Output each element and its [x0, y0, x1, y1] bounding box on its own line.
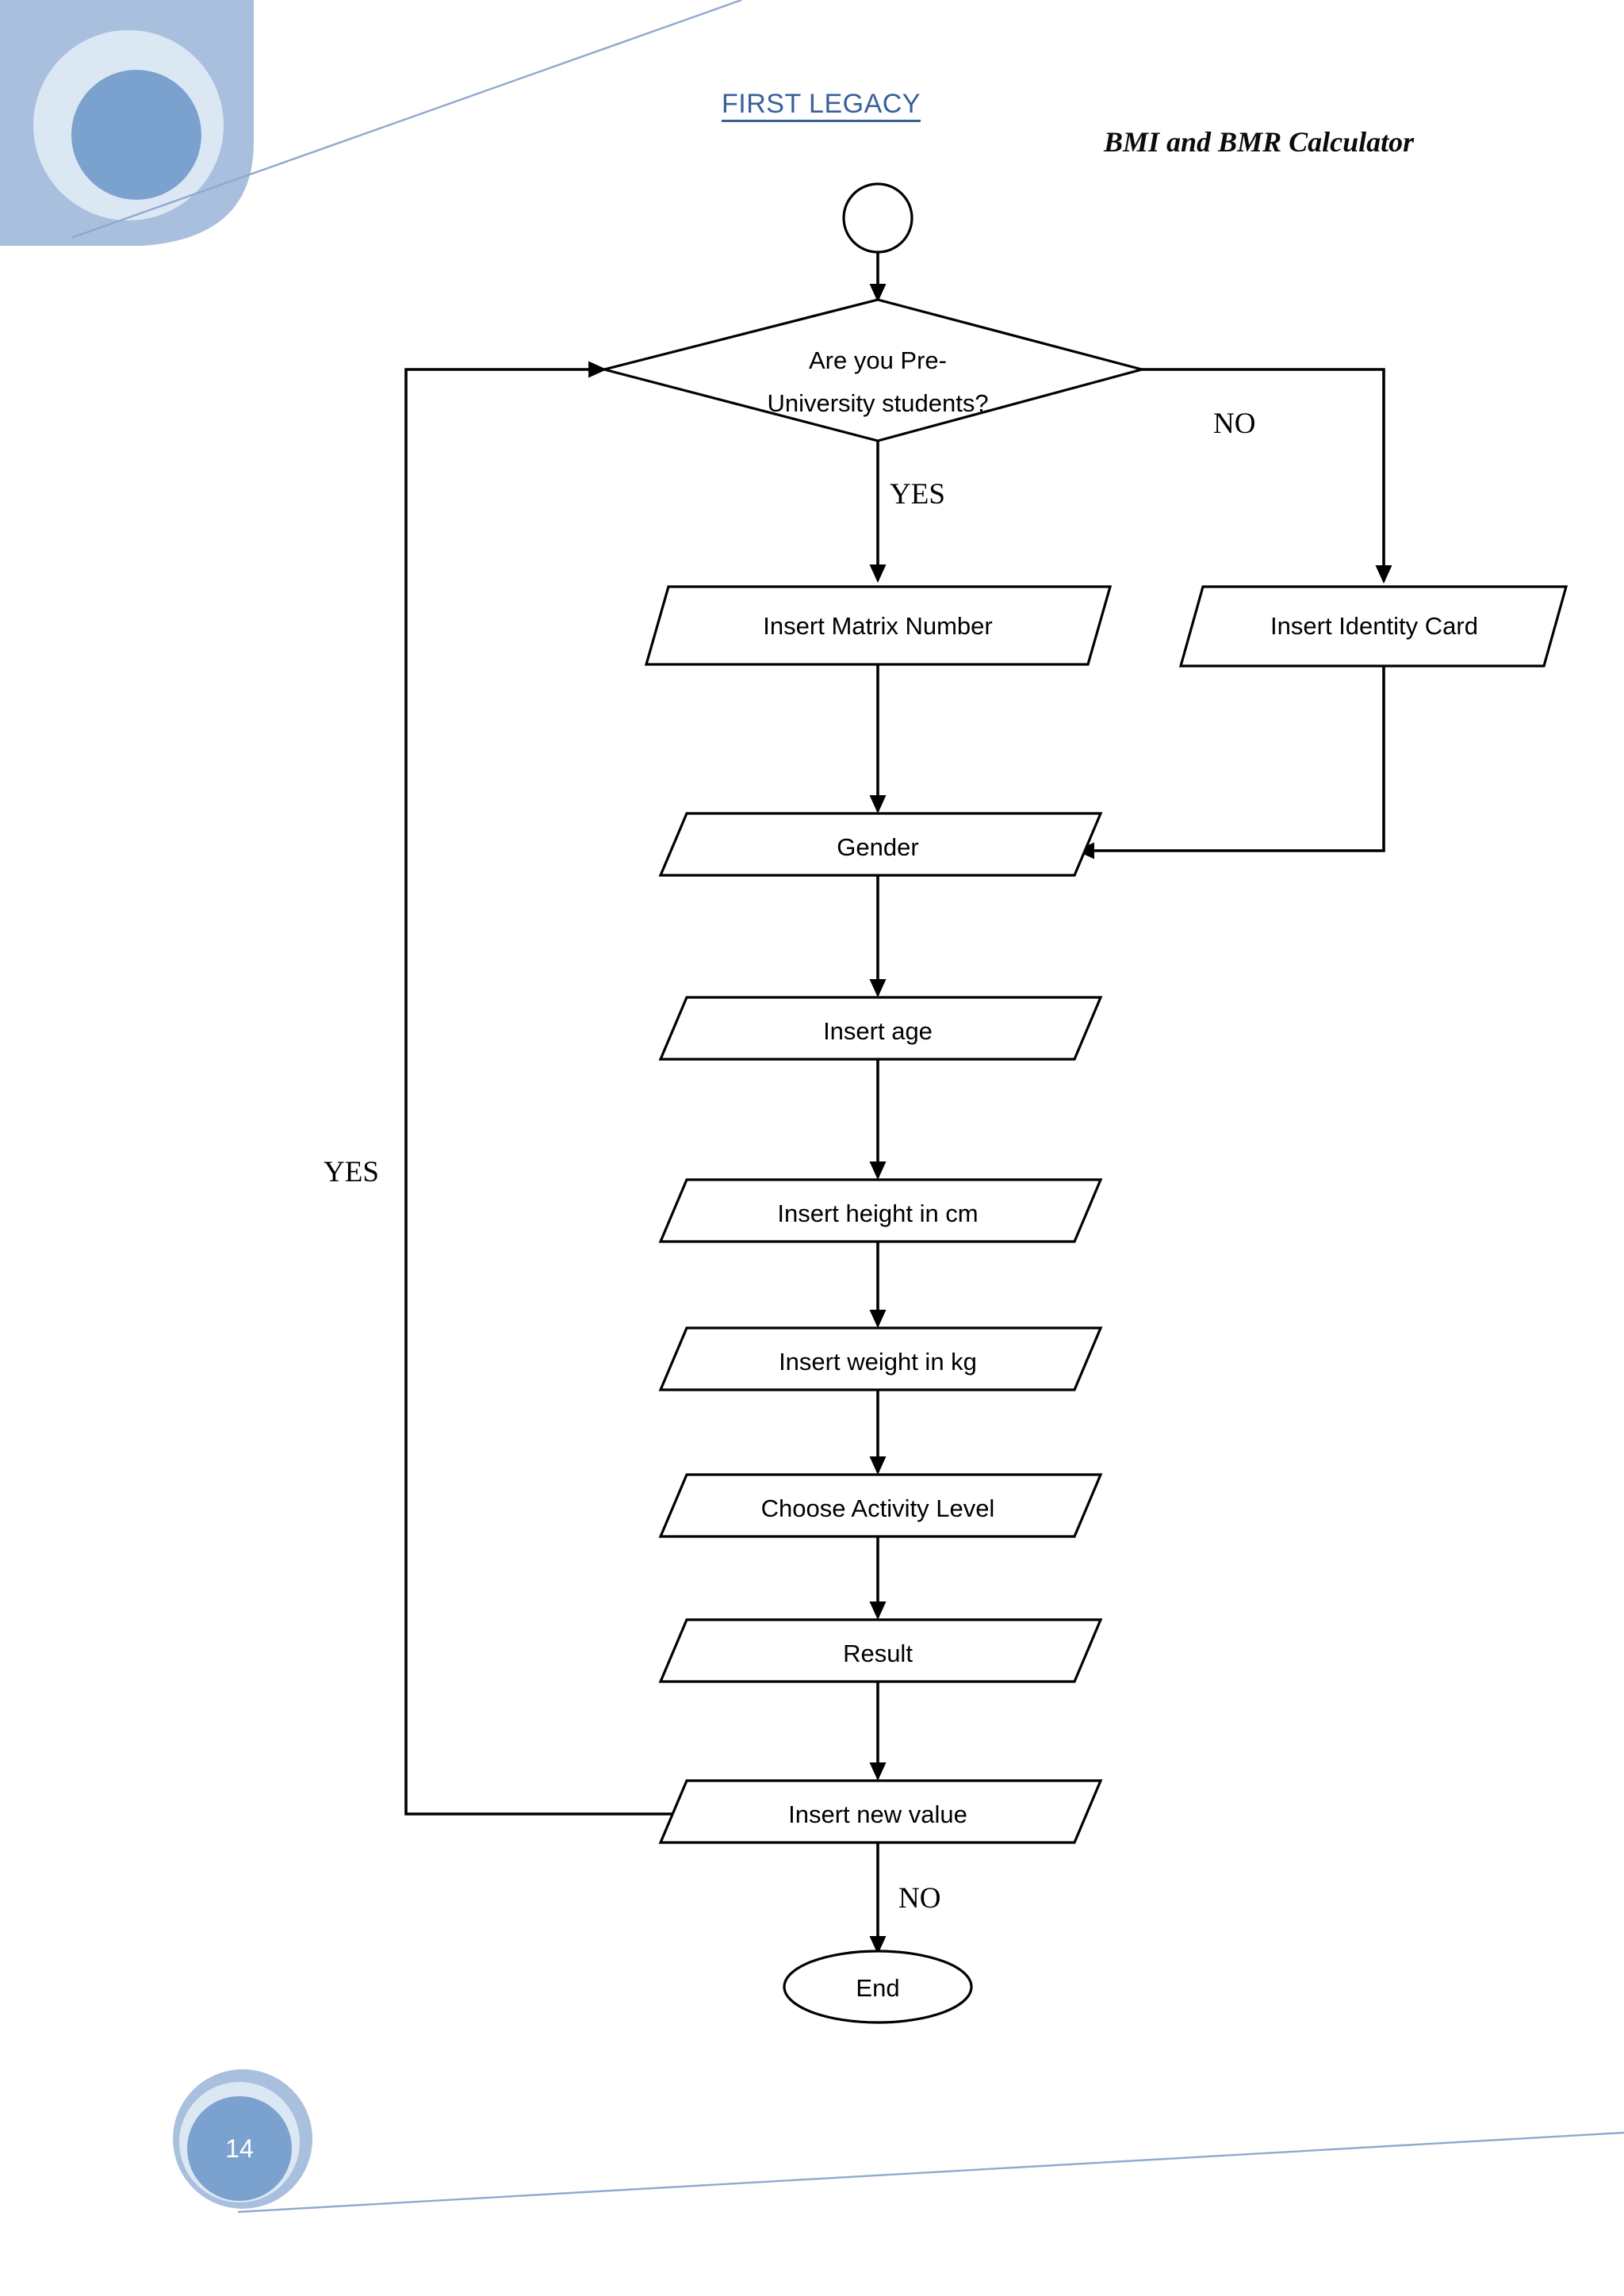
edge-decision-no-to-identity	[1142, 368, 1392, 584]
node-activity-label: Choose Activity Level	[761, 1494, 995, 1522]
node-gender-label: Gender	[837, 833, 918, 861]
flow-edges	[404, 252, 1392, 1955]
node-decision-label-line2: University students?	[767, 389, 988, 417]
node-insert-new-value[interactable]: Insert new value	[658, 1779, 1103, 1844]
node-choose-activity-level[interactable]: Choose Activity Level	[658, 1473, 1103, 1538]
branch-label-end-no: NO	[898, 1882, 940, 1915]
node-matrix-label: Insert Matrix Number	[763, 612, 992, 640]
node-newvalue-label: Insert new value	[788, 1800, 967, 1828]
node-age-label: Insert age	[823, 1017, 933, 1045]
node-result-label: Result	[843, 1640, 913, 1667]
node-weight-label: Insert weight in kg	[779, 1348, 977, 1376]
node-insert-age[interactable]: Insert age	[658, 996, 1103, 1061]
header-first-legacy: FIRST LEGACY	[722, 89, 921, 119]
node-decision[interactable]: Are you Pre- University students?	[603, 298, 1147, 442]
branch-label-decision-no: NO	[1213, 408, 1255, 440]
badge-ring-inner	[187, 2096, 292, 2201]
page-number-badge: 14	[173, 2069, 312, 2209]
node-insert-height[interactable]: Insert height in cm	[658, 1178, 1103, 1243]
node-height-label: Insert height in cm	[777, 1200, 978, 1227]
node-result[interactable]: Result	[658, 1618, 1103, 1683]
node-insert-matrix-number[interactable]: Insert Matrix Number	[644, 585, 1113, 666]
branch-label-decision-yes: YES	[890, 478, 945, 511]
page-title: BMI and BMR Calculator	[1104, 126, 1415, 158]
node-insert-identity-card[interactable]: Insert Identity Card	[1178, 585, 1568, 668]
node-end[interactable]: End	[783, 1950, 973, 2024]
node-end-label: End	[856, 1974, 899, 2002]
node-insert-weight[interactable]: Insert weight in kg	[658, 1326, 1103, 1391]
edge-identity-to-gender	[1075, 666, 1385, 859]
page-number-label: 14	[225, 2133, 254, 2163]
node-identity-label: Insert Identity Card	[1270, 612, 1478, 640]
node-gender[interactable]: Gender	[658, 812, 1103, 877]
edge-newvalue-yes-to-decision	[404, 361, 672, 1816]
node-decision-label-line1: Are you Pre-	[809, 346, 947, 374]
branch-label-loop-yes: YES	[324, 1156, 379, 1188]
node-start[interactable]	[842, 182, 914, 254]
